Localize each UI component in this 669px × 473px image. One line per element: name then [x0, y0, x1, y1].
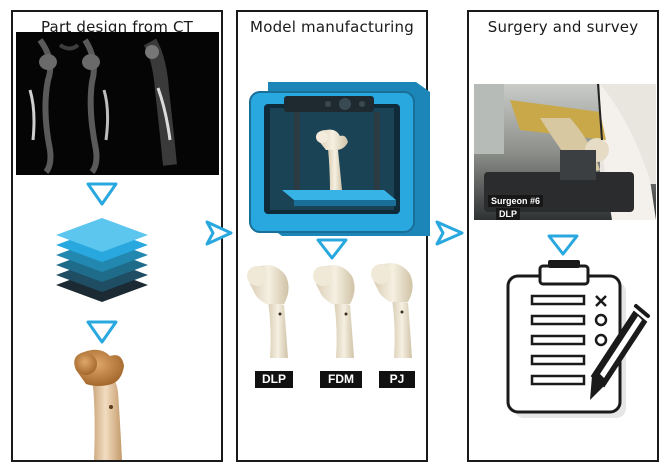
arrow-right-icon [435, 220, 464, 246]
arrow-down-icon [86, 320, 118, 344]
method-label-fdm: FDM [320, 371, 362, 388]
photo-label-surgeon: Surgeon #6 [488, 195, 544, 207]
pen-icon [590, 304, 650, 400]
femur-3d-model [74, 349, 124, 460]
printed-femur-fdm [313, 265, 355, 358]
layer-stack-icon [56, 218, 148, 302]
panel-title: Part design from CT [40, 18, 194, 36]
photo-label-method: DLP [496, 208, 520, 220]
panel-title: Model manufacturing [250, 18, 414, 36]
panel-title: Surgery and survey [487, 18, 639, 36]
arrow-down-icon [316, 238, 348, 260]
arrow-right-icon [205, 220, 233, 246]
arrow-down-icon [547, 234, 579, 256]
printed-femur-dlp [247, 265, 289, 358]
printed-femur-pj [371, 263, 413, 358]
method-label-pj: PJ [379, 371, 415, 388]
arrow-down-icon [86, 182, 118, 206]
3d-printer-icon [249, 82, 430, 236]
clipboard-survey-icon [506, 260, 626, 418]
method-label-dlp: DLP [255, 371, 293, 388]
surgery-photo [474, 83, 656, 220]
ct-scan-image [16, 32, 219, 175]
